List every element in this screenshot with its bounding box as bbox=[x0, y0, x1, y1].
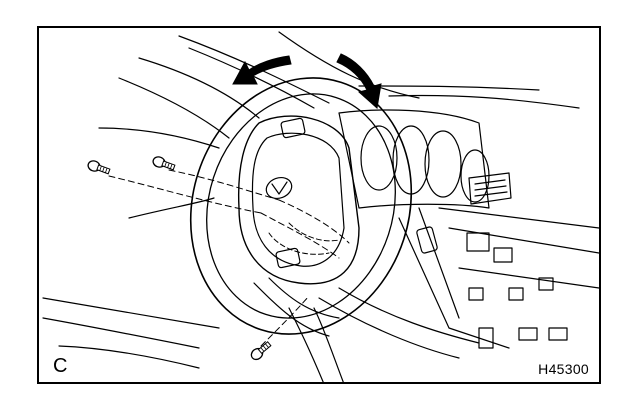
lower-dash-lines bbox=[42, 297, 344, 382]
lexus-emblem bbox=[265, 177, 293, 199]
torx-screw-bottom bbox=[250, 341, 272, 361]
illustration-frame: C H45300 bbox=[37, 26, 601, 384]
airbag-bracket bbox=[268, 222, 340, 255]
arrow-right-icon bbox=[336, 53, 382, 109]
center-console bbox=[318, 207, 599, 359]
figure-code: H45300 bbox=[538, 361, 589, 377]
screw-paths bbox=[108, 169, 350, 347]
air-vent bbox=[468, 172, 512, 205]
view-label: C bbox=[53, 355, 68, 377]
torx-screw-right bbox=[152, 156, 176, 171]
steering-pad bbox=[237, 115, 360, 285]
windshield-lines bbox=[98, 31, 580, 219]
steering-column bbox=[253, 277, 340, 337]
torx-screw-left bbox=[87, 160, 111, 175]
steering-wheel bbox=[189, 77, 413, 335]
steering-wheel-diagram bbox=[42, 31, 599, 382]
instrument-cluster bbox=[338, 109, 490, 209]
arrow-left-icon bbox=[232, 55, 292, 85]
